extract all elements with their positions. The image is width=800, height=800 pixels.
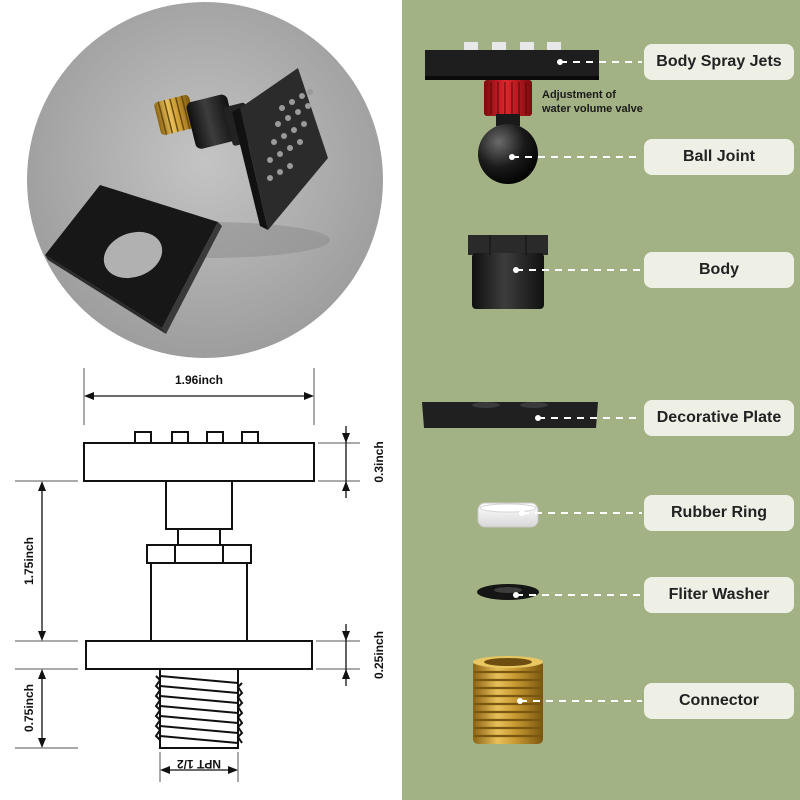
drawing-stem — [177, 528, 221, 546]
drawing-neck — [165, 480, 233, 530]
dim-head-thickness-label: 0.3inch — [372, 441, 386, 482]
part-rubber-ring — [477, 502, 539, 528]
drawing-hex-nut — [146, 544, 252, 564]
part-decorative-plate — [422, 402, 598, 428]
label-connector: Connector — [644, 683, 794, 719]
part-filter-washer — [477, 584, 539, 600]
dim-thread-length-label: 0.75inch — [22, 684, 36, 732]
dimension-arrows — [38, 392, 350, 774]
dim-body-height-label: 1.75inch — [22, 537, 36, 585]
valve-note: Adjustment of water volume valve — [542, 88, 643, 116]
photo-jet-nozzles — [267, 89, 313, 181]
part-ball-joint — [478, 114, 538, 184]
label-decorative-plate: Decorative Plate — [644, 400, 794, 436]
leader-lines — [512, 61, 642, 702]
photo-plate-hole — [103, 231, 163, 279]
valve-note-line1: Adjustment of — [542, 89, 616, 101]
photo-backdrop — [27, 2, 383, 358]
dim-thread-type-label: NPT 1/2 — [177, 757, 221, 771]
valve-note-line2: water volume valve — [542, 103, 643, 115]
drawing-head — [83, 442, 315, 482]
label-rubber-ring: Rubber Ring — [644, 495, 794, 531]
part-connector — [473, 656, 543, 744]
label-body: Body — [644, 252, 794, 288]
technical-drawing — [83, 431, 315, 749]
part-water-valve — [484, 80, 532, 116]
dim-width-label: 1.96inch — [175, 373, 223, 387]
part-body-spray-jets — [425, 42, 599, 80]
part-body — [468, 235, 548, 309]
product-photo — [27, 2, 383, 358]
connector-threads — [474, 670, 542, 738]
label-fliter-washer: Fliter Washer — [644, 577, 794, 613]
dim-plate-thickness-label: 0.25inch — [372, 631, 386, 679]
label-ball-joint: Ball Joint — [644, 139, 794, 175]
photo-black-body — [186, 94, 237, 149]
drawing-plate — [85, 640, 313, 670]
leader-dots — [509, 59, 563, 704]
drawing-body — [150, 562, 248, 642]
label-body-spray-jets: Body Spray Jets — [644, 44, 794, 80]
photo-jet-head — [240, 68, 328, 230]
